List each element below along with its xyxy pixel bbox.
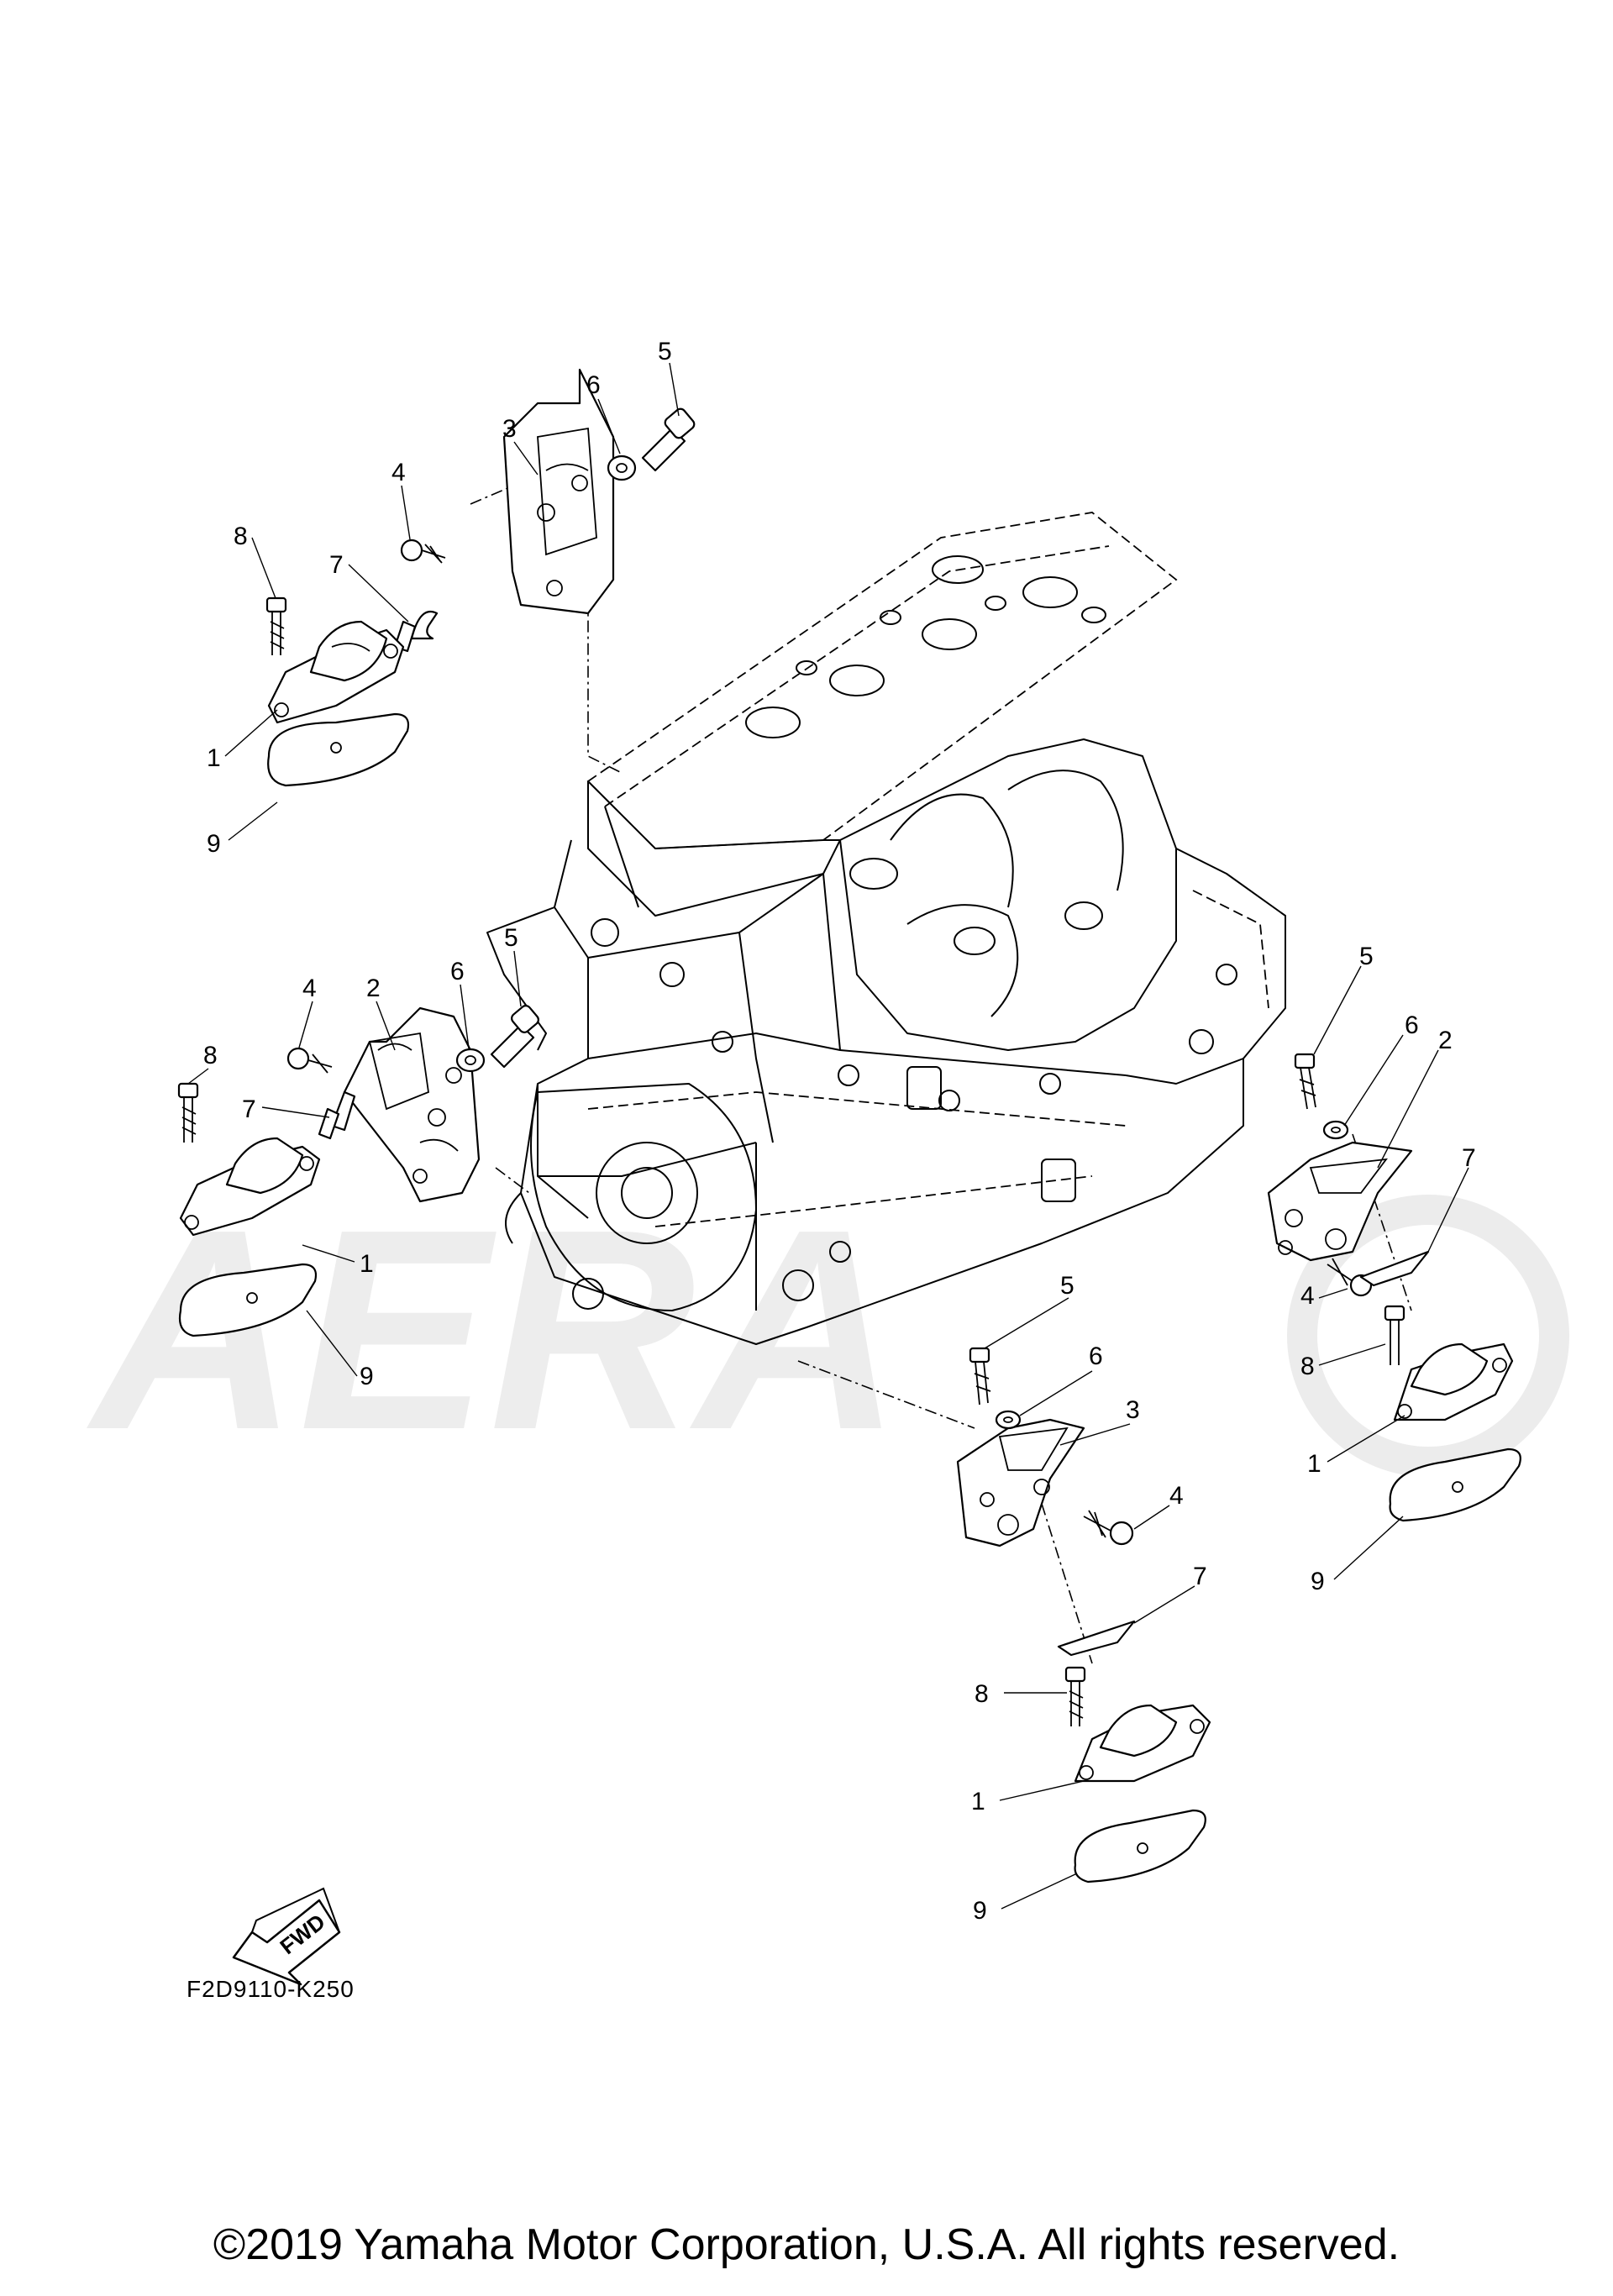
callout-label: 5 — [504, 924, 518, 952]
mount-group-right — [1267, 1053, 1521, 1522]
mount-group-top-left — [265, 368, 696, 787]
callout-label: 5 — [1060, 1272, 1074, 1300]
callout-label: 1 — [1307, 1450, 1321, 1478]
callout-label: 9 — [973, 1897, 987, 1925]
mount-group-mid-left — [177, 1005, 539, 1337]
callout-label: 8 — [203, 1042, 218, 1069]
fwd-arrow-icon: FWD — [232, 1887, 341, 1986]
callout-label: 5 — [1359, 943, 1374, 970]
callout-label: 1 — [971, 1788, 985, 1815]
callout-label: 6 — [586, 371, 601, 399]
callout-numbers: 5 6 3 4 8 7 1 9 5 6 4 2 8 7 1 9 5 6 2 7 … — [203, 338, 1476, 1925]
callout-label: 7 — [242, 1095, 256, 1123]
callout-label: 2 — [366, 975, 381, 1002]
callout-label: 8 — [1300, 1353, 1315, 1380]
callout-label: 4 — [1300, 1282, 1315, 1310]
callout-label: 1 — [207, 744, 221, 772]
callout-label: 4 — [1169, 1482, 1184, 1510]
diagram-code: F2D9110-K250 — [187, 1976, 355, 2002]
callout-label: 4 — [391, 459, 406, 486]
callout-label: 6 — [1089, 1342, 1103, 1370]
callout-label: 7 — [1193, 1563, 1207, 1590]
copyright-notice: ©2019 Yamaha Motor Corporation, U.S.A. A… — [213, 2220, 1400, 2269]
callout-label: 9 — [1311, 1568, 1325, 1595]
callout-label: 7 — [1462, 1144, 1476, 1172]
callout-label: 1 — [360, 1250, 374, 1278]
engine-block — [486, 512, 1286, 1345]
mount-group-bottom — [956, 1347, 1211, 1884]
callout-label: 8 — [975, 1680, 989, 1708]
callout-label: 2 — [1438, 1027, 1453, 1054]
callout-label: 6 — [450, 958, 465, 985]
callout-label: 6 — [1405, 1011, 1419, 1039]
callout-label: 9 — [360, 1363, 374, 1390]
callout-label: 7 — [329, 551, 344, 579]
callout-label: 4 — [302, 975, 317, 1002]
callout-label: 5 — [658, 338, 672, 365]
leader-lines — [187, 362, 1469, 1910]
callout-label: 9 — [207, 830, 221, 858]
callout-label: 8 — [234, 523, 248, 550]
mount-bracket — [502, 368, 615, 615]
callout-label: 3 — [502, 415, 517, 443]
callout-label: 3 — [1126, 1396, 1140, 1424]
